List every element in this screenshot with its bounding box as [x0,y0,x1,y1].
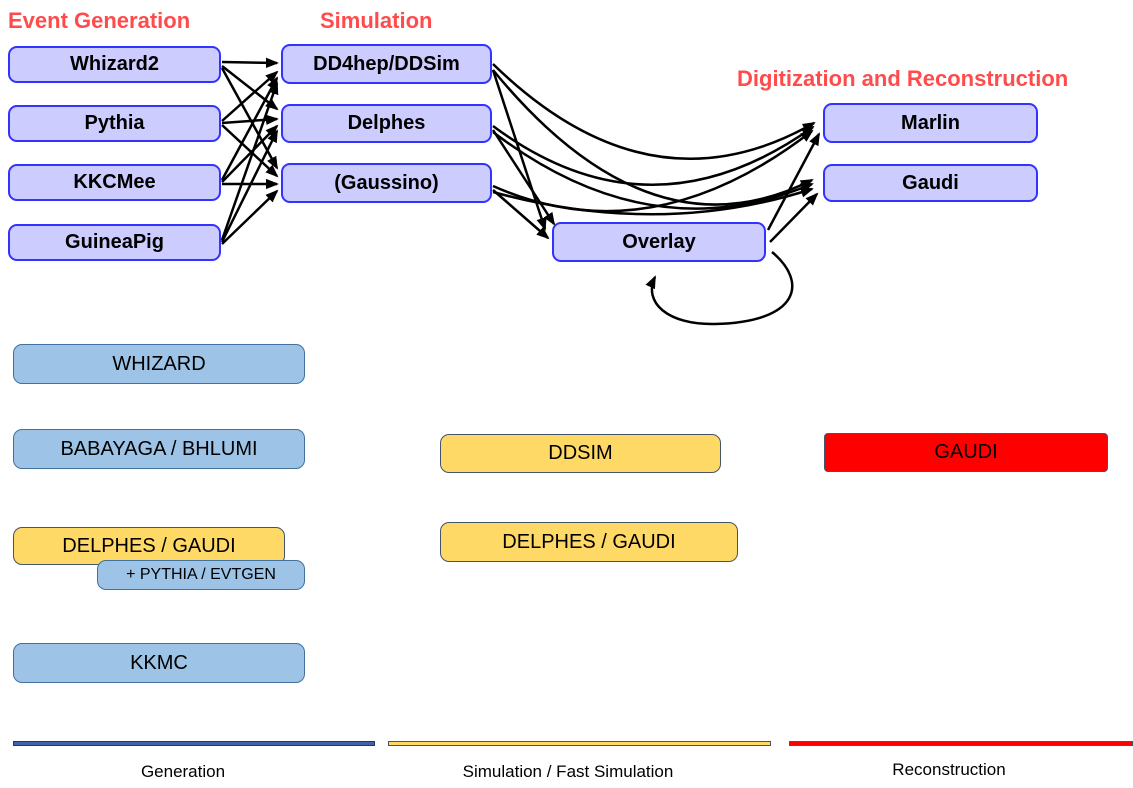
tool-babayaga-bhlumi: BABAYAGA / BHLUMI [13,429,305,469]
legend-label-generation: Generation [140,762,226,781]
arrow-gaussino-gaudi [492,187,814,216]
arrow-pythia-gaussino [221,124,279,178]
tool-kkmc: KKMC [13,643,305,683]
legend-bar-generation [13,741,375,746]
tool-pythia-evtgen: + PYTHIA / EVTGEN [97,560,305,590]
tool-delphes-gaudi-simulation: DELPHES / GAUDI [440,522,738,562]
tool-gaudi-reconstruction: GAUDI [824,433,1108,472]
legend-bar-reconstruction [789,741,1133,746]
arrow-pythia-dd4hep [221,70,279,122]
tool-ddsim: DDSIM [440,434,721,473]
node-kkcmee: KKCMee [8,164,221,201]
header-simulation: Simulation [320,8,433,33]
node-marlin: Marlin [823,103,1038,143]
arrow-guineapig-gaussino [221,189,279,245]
node-whizard2: Whizard2 [8,46,221,83]
legend-label-simulation: Simulation / Fast Simulation [462,762,674,781]
node-gaussino: (Gaussino) [281,163,492,203]
arrow-gaussino-overlay [492,189,550,240]
node-guineapig: GuineaPig [8,224,221,261]
node-delphes: Delphes [281,104,492,143]
arrow-whizard2-delphes [221,65,279,111]
legend-label-reconstruction: Reconstruction [892,760,1006,779]
node-dd4hep-ddsim: DD4hep/DDSim [281,44,492,84]
arrow-overlay-gaudi [769,192,819,243]
arrow-guineapig-delphes [220,129,279,243]
arrow-delphes-overlay [491,129,556,226]
arrow-overlay-self-loop [645,251,794,326]
header-event-generation: Event Generation [8,8,191,33]
arrow-delphes-gaudi [492,131,814,210]
arrow-delphes-marlin [492,124,815,186]
arrow-overlay-marlin [766,132,821,231]
header-digitization-reconstruction: Digitization and Reconstruction [737,66,1069,91]
arrow-pythia-delphes [221,114,279,125]
arrow-kkcmee-dd4hep [220,76,279,181]
flow-arrows [220,57,821,326]
tool-whizard: WHIZARD [13,344,305,384]
arrow-dd4hep-gaudi [492,69,814,206]
tool-delphes-gaudi-generation: DELPHES / GAUDI [13,527,285,565]
legend-bar-simulation [388,741,771,746]
node-pythia: Pythia [8,105,221,142]
arrow-whizard2-dd4hep [221,57,279,68]
node-overlay: Overlay [552,222,766,262]
arrow-guineapig-dd4hep [220,81,279,241]
node-gaudi: Gaudi [823,164,1038,202]
arrow-dd4hep-marlin [492,63,816,160]
